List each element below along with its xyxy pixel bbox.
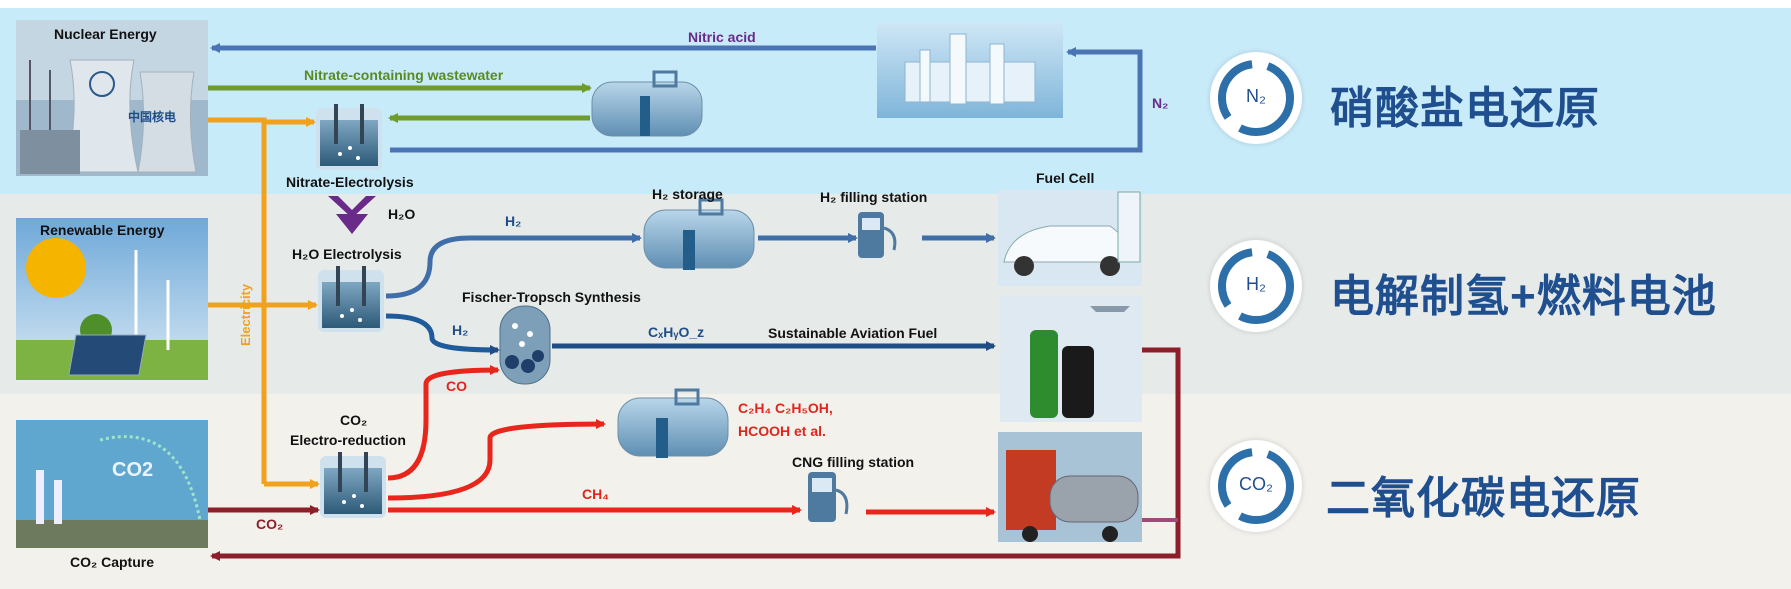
chemical-plant-image xyxy=(877,22,1063,118)
h2o-label: H₂O xyxy=(388,206,416,222)
n2-label: N₂ xyxy=(1152,95,1169,111)
h2-filling-station-label: H₂ filling station xyxy=(820,189,928,205)
co2-return-loop-arrow xyxy=(210,347,1181,561)
fuel-cell-label: Fuel Cell xyxy=(1036,170,1095,186)
n2-loop-arrow xyxy=(390,47,1143,153)
h2-lower-label: H₂ xyxy=(452,322,469,338)
h2o-electrolysis-cell-icon xyxy=(318,266,384,332)
fischer-tropsch-label: Fischer-Tropsch Synthesis xyxy=(462,289,641,305)
products-label-1: C₂H₄ C₂H₅OH, xyxy=(738,400,833,416)
co2-reduction-label-line2: Electro-reduction xyxy=(290,432,406,448)
co2-capture-label: CO₂ Capture xyxy=(70,554,155,570)
h2-storage-label: H₂ storage xyxy=(652,186,723,202)
h2o-electrolysis-label: H₂O Electrolysis xyxy=(292,246,402,262)
nitrate-wastewater-label: Nitrate-containing wastewater xyxy=(304,67,504,83)
section-title-nitrate: 硝酸盐电还原 xyxy=(1330,84,1600,133)
h2-badge: H₂ xyxy=(1210,240,1302,332)
co-to-fischer-tropsch-arrow xyxy=(387,365,500,481)
h2-to-fischer-tropsch-arrow xyxy=(385,313,500,355)
nuclear-logo-text: 中国核电 xyxy=(128,110,177,124)
h2-filling-station-icon xyxy=(858,212,897,258)
nitric-acid-label: Nitric acid xyxy=(688,29,756,45)
co2-products-arrow xyxy=(387,419,606,501)
h2-to-storage-arrow xyxy=(385,233,642,299)
hydrogen-band xyxy=(0,194,1791,394)
co2-electroreduction-cell-icon xyxy=(320,452,386,518)
n2-badge-text: N₂ xyxy=(1246,86,1266,106)
fischer-tropsch-reactor-icon xyxy=(499,305,551,385)
co-label: CO xyxy=(446,378,467,394)
h2-storage-tank-icon xyxy=(643,198,755,270)
nitrate-electrolysis-cell-icon xyxy=(316,104,382,170)
electricity-bus xyxy=(208,117,267,484)
section-title-co2: 二氧化碳电还原 xyxy=(1326,474,1641,523)
co2-flow-label: CO₂ xyxy=(256,516,284,532)
nuclear-energy-label: Nuclear Energy xyxy=(54,26,157,42)
sustainable-aviation-fuel-image xyxy=(1000,296,1142,422)
n2-badge: N₂ xyxy=(1210,52,1302,144)
products-label-2: HCOOH et al. xyxy=(738,423,826,439)
co2-capture-image: CO2 xyxy=(16,420,208,548)
cng-truck-image xyxy=(998,432,1142,542)
nitrate-tank-icon xyxy=(591,70,703,137)
saf-label: Sustainable Aviation Fuel xyxy=(768,325,938,341)
nuclear-plant-image xyxy=(16,20,208,176)
cxhyoz-label: CₓHᵧO_z xyxy=(648,324,705,340)
products-tank-icon xyxy=(617,388,729,458)
h2-badge-text: H₂ xyxy=(1246,274,1266,294)
section-title-hydrogen: 电解制氢+燃料电池 xyxy=(1330,272,1717,321)
co2-badge: CO₂ xyxy=(1210,440,1302,532)
renewable-energy-image xyxy=(16,218,208,380)
h2-upper-label: H₂ xyxy=(505,213,522,229)
fuel-cell-car-image xyxy=(998,190,1142,286)
electricity-label: Electricity xyxy=(238,283,253,346)
nitrate-electrolysis-label: Nitrate-Electrolysis xyxy=(286,174,414,190)
svg-text:CO2: CO2 xyxy=(112,459,153,481)
ch4-label: CH₄ xyxy=(582,486,609,502)
co2-reduction-label-line1: CO₂ xyxy=(340,412,368,428)
h2o-chevron-icon xyxy=(328,196,376,234)
co2-badge-text: CO₂ xyxy=(1239,474,1273,494)
renewable-energy-label: Renewable Energy xyxy=(40,222,165,238)
cng-filling-station-icon xyxy=(808,472,849,522)
cng-filling-station-label: CNG filling station xyxy=(792,454,915,470)
